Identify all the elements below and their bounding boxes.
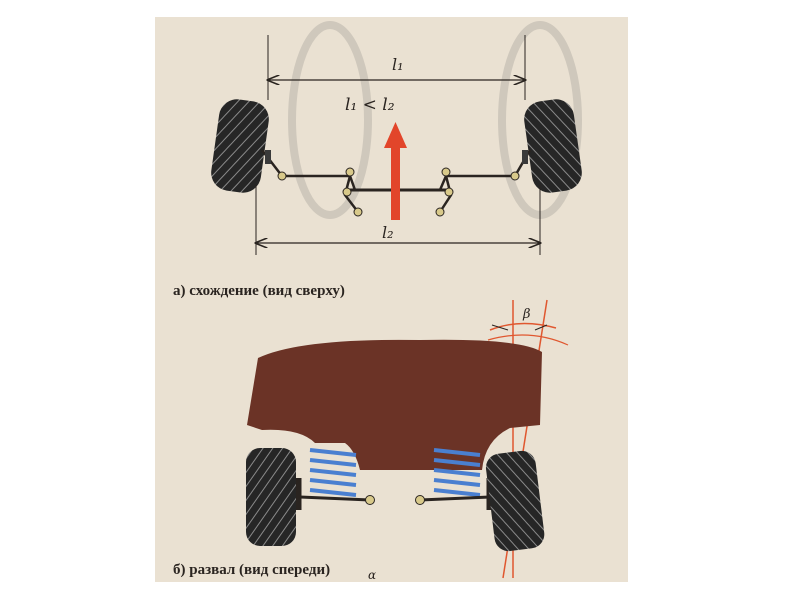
caption-camber: б) развал (вид спереди)	[173, 562, 331, 578]
right-front-wheel	[524, 99, 582, 193]
label-l1: l₁	[392, 55, 404, 74]
left-wheel-front-view	[246, 448, 296, 546]
vehicle-body	[247, 339, 542, 470]
label-l2: l₂	[382, 223, 394, 242]
direction-arrow	[384, 122, 407, 220]
left-spring	[309, 448, 357, 497]
linkage-joints	[277, 167, 520, 217]
left-front-wheel	[211, 99, 269, 193]
label-alpha: α	[368, 568, 377, 582]
arm-joints	[365, 495, 425, 505]
camber-diagram: β	[246, 299, 569, 579]
label-beta: β	[522, 307, 531, 322]
right-wheel-front-view	[485, 450, 545, 552]
label-relation: l₁ < l₂	[345, 95, 395, 115]
right-spring	[433, 448, 481, 497]
toe-in-diagram: l₁ l₁ < l₂	[211, 35, 582, 255]
caption-toe-in: а) схождение (вид сверху)	[173, 283, 345, 299]
